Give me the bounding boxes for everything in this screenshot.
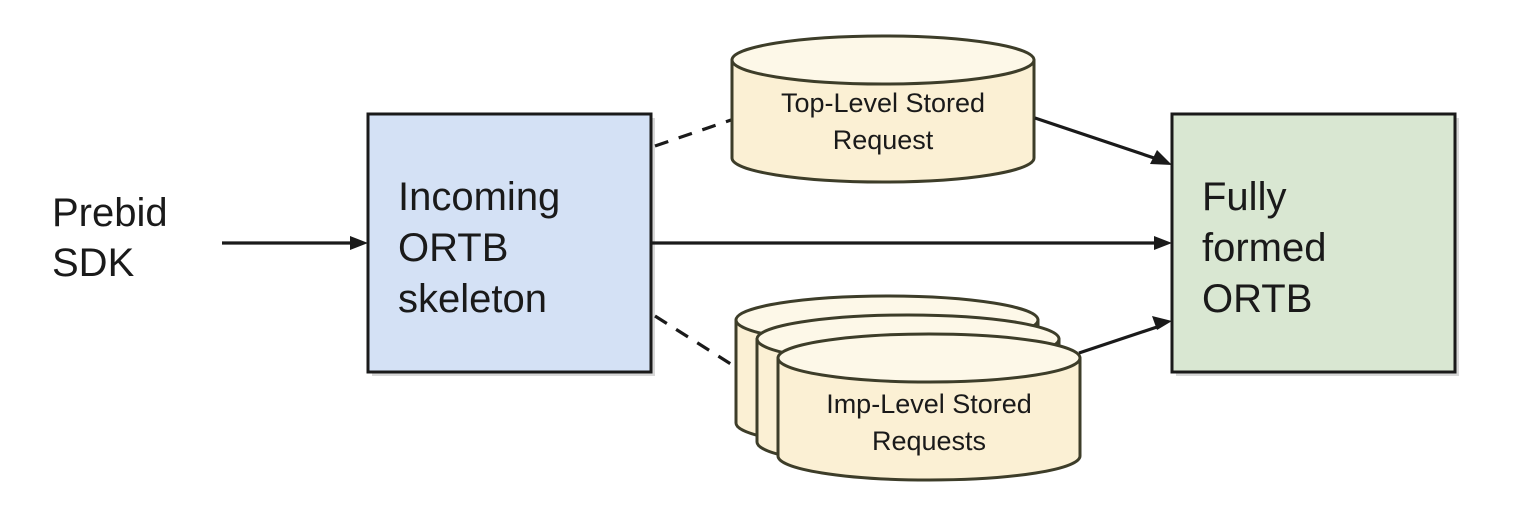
imp-level-cylinder-front: Imp-Level Stored Requests — [776, 332, 1082, 482]
top-level-stored-request-label-line1: Top-Level Stored — [781, 88, 985, 118]
edge-imp-level-to-ortb-arrowhead — [1152, 316, 1172, 330]
edge-skeleton-to-top-level-line — [654, 118, 732, 148]
edge-skeleton-to-ortb-arrowhead — [1154, 236, 1172, 250]
node-fully-formed-ortb: Fully formed ORTB — [1170, 112, 1459, 376]
node-prebid-sdk: Prebid SDK — [52, 191, 168, 285]
top-level-stored-request-body — [730, 58, 1036, 184]
fully-formed-ortb-label-line3: ORTB — [1202, 277, 1312, 321]
edge-skeleton-to-top-level — [654, 118, 732, 148]
incoming-ortb-skeleton-label-line3: skeleton — [398, 277, 547, 321]
top-level-stored-request-label-line2: Request — [833, 125, 934, 155]
edge-sdk-to-skeleton — [222, 236, 368, 250]
edge-sdk-to-skeleton-arrowhead — [350, 236, 368, 250]
edge-imp-level-to-ortb-line — [1078, 324, 1161, 355]
node-imp-level-stored-requests: Imp-Level Stored Requests — [734, 294, 1082, 482]
imp-level-cylinder-front-body — [776, 356, 1082, 482]
node-incoming-ortb-skeleton: Incoming ORTB skeleton — [366, 112, 655, 376]
prebid-sdk-label-line2: SDK — [52, 241, 135, 285]
prebid-sdk-label-line1: Prebid — [52, 191, 168, 235]
edge-top-level-to-ortb-line — [1034, 116, 1161, 162]
imp-level-stored-requests-label-line1: Imp-Level Stored — [826, 389, 1032, 419]
edge-top-level-to-ortb-arrowhead — [1150, 150, 1172, 165]
edge-top-level-to-ortb — [1034, 116, 1172, 165]
fully-formed-ortb-label-line1: Fully — [1202, 175, 1286, 219]
fully-formed-ortb-label-line2: formed — [1202, 226, 1327, 270]
edge-skeleton-to-imp-level — [654, 314, 735, 368]
node-top-level-stored-request: Top-Level Stored Request — [730, 34, 1036, 184]
incoming-ortb-skeleton-rect — [366, 112, 653, 374]
fully-formed-ortb-rect — [1170, 112, 1457, 374]
incoming-ortb-skeleton-label-line1: Incoming — [398, 175, 560, 219]
incoming-ortb-skeleton-label-line2: ORTB — [398, 226, 508, 270]
edge-skeleton-to-imp-level-line — [654, 314, 735, 368]
edge-skeleton-to-ortb — [652, 236, 1172, 250]
top-level-stored-request-top-ellipse — [730, 34, 1036, 86]
imp-level-stored-requests-label-line2: Requests — [872, 426, 986, 456]
edge-imp-level-to-ortb — [1078, 316, 1172, 355]
imp-level-cylinder-front-top — [776, 332, 1082, 384]
